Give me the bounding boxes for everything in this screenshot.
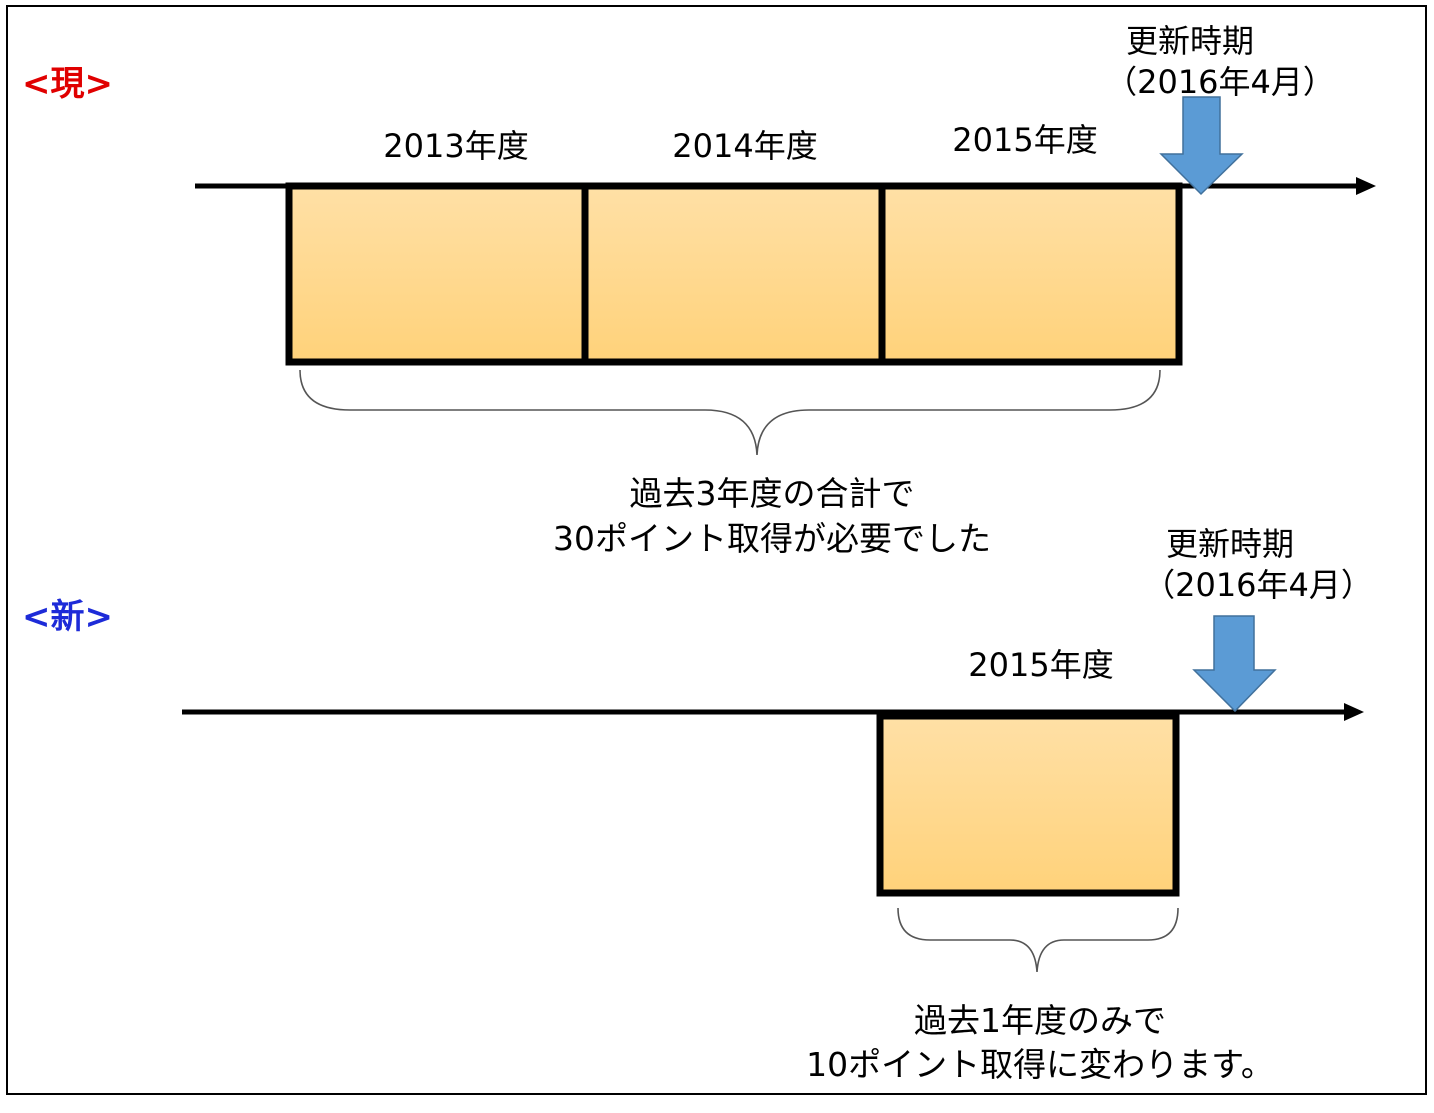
new-caption-line1: 過去1年度のみで — [914, 1001, 1166, 1040]
current-caption-line1: 過去3年度の合計で — [630, 474, 915, 513]
new-heading: <新> — [22, 597, 113, 637]
current-year-label-2013: 2013年度 — [383, 127, 528, 165]
new-brace — [897, 907, 1179, 973]
current-heading: <現> — [22, 64, 113, 104]
current-year-label-2015: 2015年度 — [952, 121, 1097, 159]
new-year-box-2015 — [876, 712, 1180, 897]
new-renewal-arrow-icon — [1192, 615, 1277, 713]
new-renewal-label: 更新時期 — [1166, 525, 1294, 563]
new-timeline-arrowhead — [1344, 703, 1364, 721]
current-year-box-2015 — [878, 182, 1183, 366]
outer-frame — [6, 5, 1427, 1095]
current-year-label-2014: 2014年度 — [672, 127, 817, 165]
current-renewal-date: （2016年4月） — [1105, 63, 1335, 101]
current-brace — [299, 369, 1161, 456]
current-year-box-2013 — [285, 182, 589, 366]
new-renewal-date: （2016年4月） — [1143, 566, 1373, 604]
new-caption-line2: 10ポイント取得に変わります。 — [806, 1045, 1274, 1084]
current-caption-line2: 30ポイント取得が必要でした — [553, 519, 991, 558]
current-year-box-2014 — [581, 182, 886, 366]
current-renewal-label: 更新時期 — [1126, 22, 1254, 60]
current-renewal-arrow-icon — [1159, 96, 1244, 196]
current-timeline-arrowhead — [1356, 177, 1376, 195]
new-year-label-2015: 2015年度 — [968, 646, 1113, 684]
